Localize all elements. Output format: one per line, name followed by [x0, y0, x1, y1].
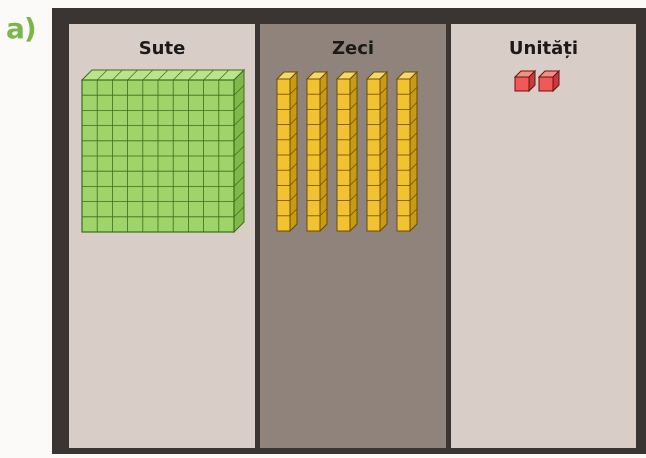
- ten-rod: [397, 72, 417, 231]
- ten-rod: [277, 72, 297, 231]
- unit-cube: [515, 71, 535, 91]
- ten-rod: [337, 72, 357, 231]
- unit-cubes-group: [515, 71, 559, 91]
- ten-rod: [307, 72, 327, 231]
- ten-rod: [367, 72, 387, 231]
- unit-cube: [539, 71, 559, 91]
- hundred-flat-block: [82, 70, 244, 232]
- ten-rods-group: [277, 72, 417, 231]
